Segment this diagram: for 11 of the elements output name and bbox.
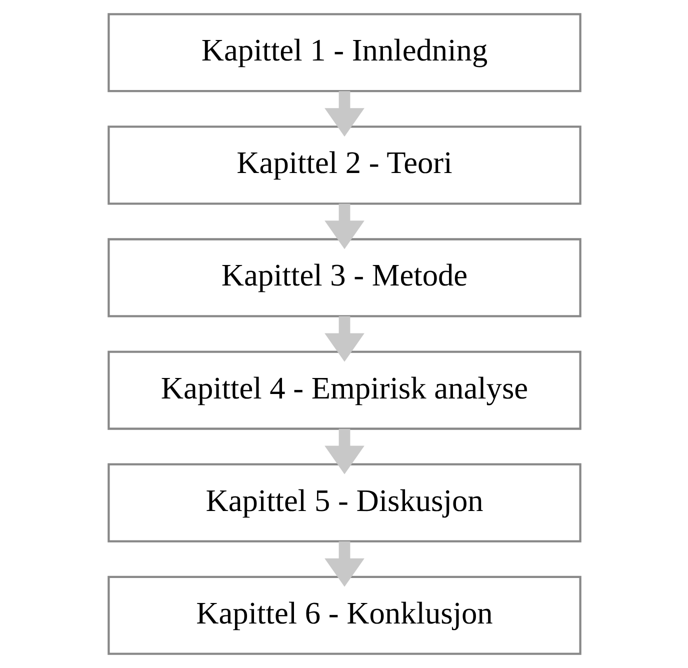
node-box: Kapittel 2 - Teori — [107, 126, 581, 205]
node-box: Kapittel 3 - Metode — [107, 238, 581, 318]
node-box: Kapittel 1 - Innledning — [107, 13, 581, 92]
arrow — [324, 316, 364, 362]
arrow — [324, 428, 364, 474]
arrow — [324, 541, 364, 587]
node-box: Kapittel 6 - Konklusjon — [107, 576, 581, 655]
arrow — [324, 204, 364, 250]
arrow — [324, 91, 364, 137]
node-box: Kapittel 5 - Diskusjon — [107, 463, 581, 542]
node-box: Kapittel 4 - Empirisk analyse — [107, 350, 581, 430]
